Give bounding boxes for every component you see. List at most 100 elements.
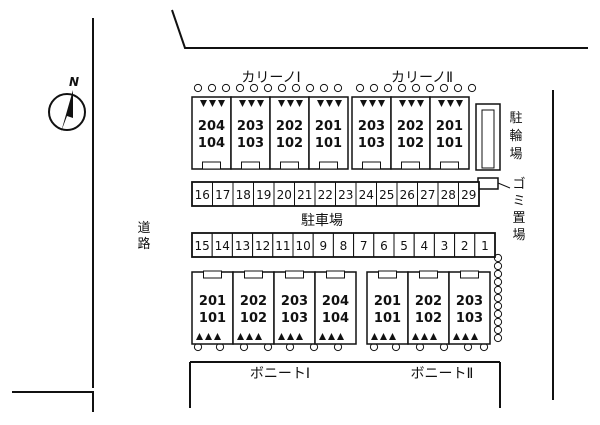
unit-number-upper: 203 bbox=[358, 119, 385, 134]
garbage-box bbox=[477, 177, 499, 190]
shrub-icon bbox=[193, 83, 203, 93]
parking-space-number: 13 bbox=[235, 239, 250, 253]
entrance-icon bbox=[209, 100, 216, 107]
shrub-icon bbox=[439, 83, 449, 93]
unit-number-lower: 102 bbox=[276, 136, 303, 151]
shrub-icon bbox=[355, 83, 365, 93]
entrance-icon bbox=[453, 333, 460, 340]
unit-number-lower: 101 bbox=[315, 136, 342, 151]
unit-number-lower: 103 bbox=[281, 311, 308, 326]
parking-space-number: 27 bbox=[420, 188, 435, 202]
shrub-icon bbox=[333, 83, 343, 93]
parking-space-number: 23 bbox=[338, 188, 353, 202]
shrub-icon bbox=[493, 253, 503, 263]
entrance-icon bbox=[399, 100, 406, 107]
balcony-box bbox=[401, 161, 420, 170]
entrance-icon bbox=[319, 333, 326, 340]
shrub-icon bbox=[467, 83, 477, 93]
parking-space-number: 15 bbox=[194, 239, 209, 253]
entrance-icon bbox=[430, 333, 437, 340]
unit-number-lower: 104 bbox=[322, 311, 349, 326]
entrance-icon bbox=[462, 333, 469, 340]
balcony-box bbox=[280, 161, 299, 170]
bikeLabel-char: 場 bbox=[509, 147, 522, 162]
unit-number-lower: 101 bbox=[436, 136, 463, 151]
unit-number-upper: 203 bbox=[281, 294, 308, 309]
entrance-icon bbox=[296, 100, 303, 107]
unit-number-upper: 201 bbox=[436, 119, 463, 134]
unit-number-upper: 203 bbox=[456, 294, 483, 309]
road-label-1: 道 bbox=[137, 221, 150, 236]
unit-box bbox=[230, 96, 271, 170]
balcony-box bbox=[460, 270, 479, 279]
bikeLabel-char: 輪 bbox=[509, 128, 522, 144]
parking-space-number: 19 bbox=[256, 188, 271, 202]
unit-box bbox=[448, 271, 491, 345]
parking-space-number: 8 bbox=[340, 239, 348, 253]
unit-number-lower: 102 bbox=[397, 136, 424, 151]
bicycle-parking-label: 駐輪場 bbox=[509, 111, 522, 162]
entrance-icon bbox=[456, 100, 463, 107]
shrub-icon bbox=[263, 83, 273, 93]
entrance-icon bbox=[278, 333, 285, 340]
balcony-box bbox=[203, 270, 222, 279]
building-label-bonito-2: ボニートⅡ bbox=[411, 366, 474, 382]
entrance-icon bbox=[389, 333, 396, 340]
compass: N bbox=[48, 75, 86, 132]
parking-space-number: 6 bbox=[380, 239, 388, 253]
north-arrow-icon bbox=[61, 90, 73, 132]
entrance-icon bbox=[328, 333, 335, 340]
parking-space-number: 3 bbox=[441, 239, 449, 253]
unit-number-upper: 202 bbox=[415, 294, 442, 309]
entrance-icon bbox=[369, 100, 376, 107]
shrub-icon bbox=[305, 83, 315, 93]
entrance-icon bbox=[337, 333, 344, 340]
entrance-icon bbox=[287, 100, 294, 107]
unit-number-upper: 202 bbox=[276, 119, 303, 134]
parking-space-number: 14 bbox=[215, 239, 230, 253]
shrub-icon bbox=[493, 277, 503, 287]
entrance-icon bbox=[248, 100, 255, 107]
unit-number-lower: 102 bbox=[240, 311, 267, 326]
unit-number-lower: 101 bbox=[199, 311, 226, 326]
parking-space-number: 11 bbox=[275, 239, 290, 253]
entrance-icon bbox=[218, 100, 225, 107]
parking-space-number: 25 bbox=[379, 188, 394, 202]
unit-box bbox=[308, 96, 349, 170]
garbageLabel-char: ゴ bbox=[512, 176, 525, 192]
balcony-box bbox=[326, 270, 345, 279]
entrance-icon bbox=[417, 100, 424, 107]
parking-space-number: 24 bbox=[359, 188, 374, 202]
unit-number-lower: 103 bbox=[237, 136, 264, 151]
entrance-icon bbox=[421, 333, 428, 340]
entrance-icon bbox=[237, 333, 244, 340]
parking-space-number: 17 bbox=[215, 188, 230, 202]
entrance-icon bbox=[296, 333, 303, 340]
shrub-icon bbox=[493, 317, 503, 327]
entrance-icon bbox=[380, 333, 387, 340]
unit-number-upper: 203 bbox=[237, 119, 264, 134]
balcony-box bbox=[241, 161, 260, 170]
parking-label: 駐車場 bbox=[301, 212, 343, 229]
shrub-icon bbox=[493, 333, 503, 343]
entrance-icon bbox=[378, 100, 385, 107]
shrub-icon bbox=[493, 285, 503, 295]
balcony-box bbox=[285, 270, 304, 279]
parking-space-number: 16 bbox=[195, 188, 210, 202]
shrub-icon bbox=[493, 269, 503, 279]
entrance-icon bbox=[287, 333, 294, 340]
garbageLabel-char: 場 bbox=[512, 228, 525, 243]
entrance-icon bbox=[471, 333, 478, 340]
unit-number-upper: 202 bbox=[397, 119, 424, 134]
unit-number-lower: 101 bbox=[374, 311, 401, 326]
parking-space-number: 5 bbox=[400, 239, 408, 253]
entrance-icon bbox=[255, 333, 262, 340]
entrance-icon bbox=[438, 100, 445, 107]
garbage-leader-line bbox=[497, 182, 511, 189]
parking-space-number: 18 bbox=[236, 188, 251, 202]
parking-space-number: 1 bbox=[481, 239, 489, 253]
unit-number-lower: 103 bbox=[456, 311, 483, 326]
